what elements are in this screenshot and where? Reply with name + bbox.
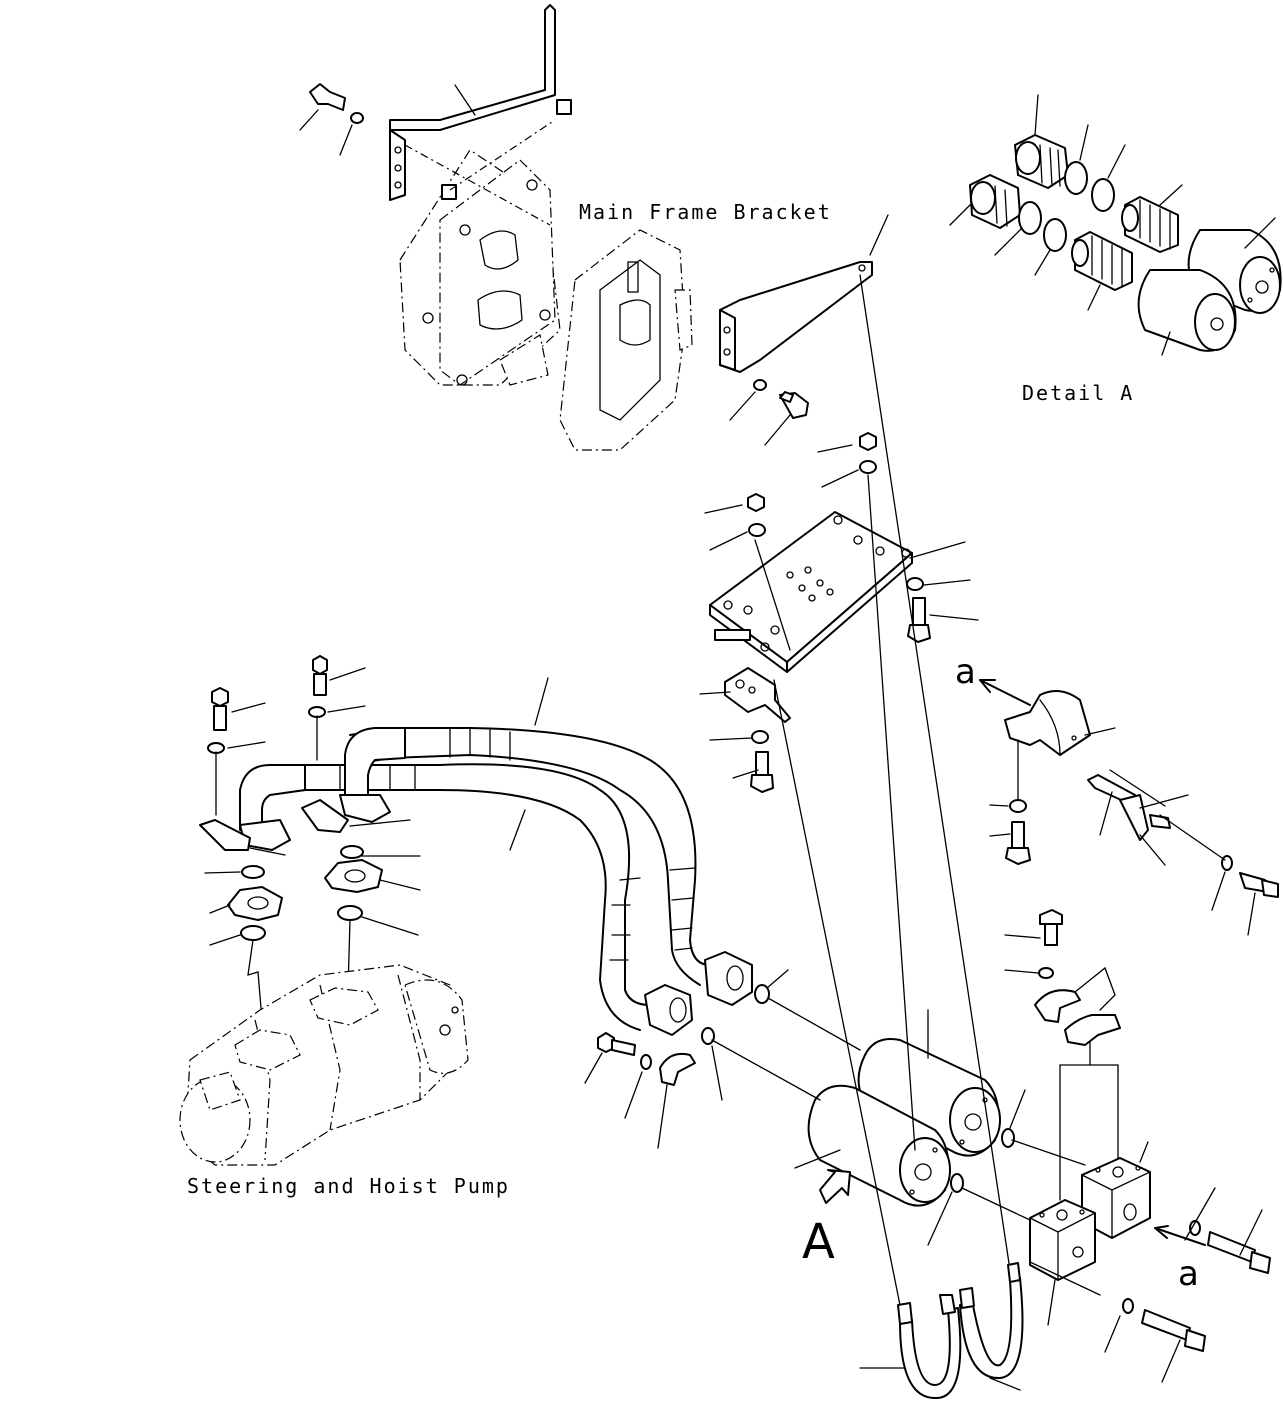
hydraulic-hoses <box>199 677 753 1036</box>
filter-mounting-plate <box>704 432 979 673</box>
arrow-a-upper-label: a <box>955 652 976 692</box>
steering-hoist-pump-label: Steering and Hoist Pump <box>187 1174 510 1198</box>
filter-clamp-halves <box>1004 909 1121 1201</box>
steering-hoist-pump: Steering and Hoist Pump <box>179 964 510 1198</box>
pump-flange-hardware <box>204 655 421 1021</box>
hose-clip-bracket <box>699 667 791 793</box>
lower-hose-clamp <box>584 1032 696 1149</box>
detail-a-filter-breakdown: Detail A <box>949 94 1282 405</box>
hydraulic-filters: A <box>701 274 1086 1321</box>
filter-head-blocks: a <box>1029 1141 1271 1383</box>
view-a-label: A <box>802 1214 835 1270</box>
main-frame-bracket-label: Main Frame Bracket <box>579 200 832 224</box>
detail-a-label: Detail A <box>1022 381 1134 405</box>
main-frame-bracket: Main Frame Bracket <box>559 200 889 451</box>
clamp-assembly-a: a <box>955 652 1279 936</box>
arrow-a-lower-label: a <box>1178 1254 1199 1294</box>
u-bolts <box>859 1262 1024 1400</box>
upper-bracket-assembly <box>299 4 572 386</box>
